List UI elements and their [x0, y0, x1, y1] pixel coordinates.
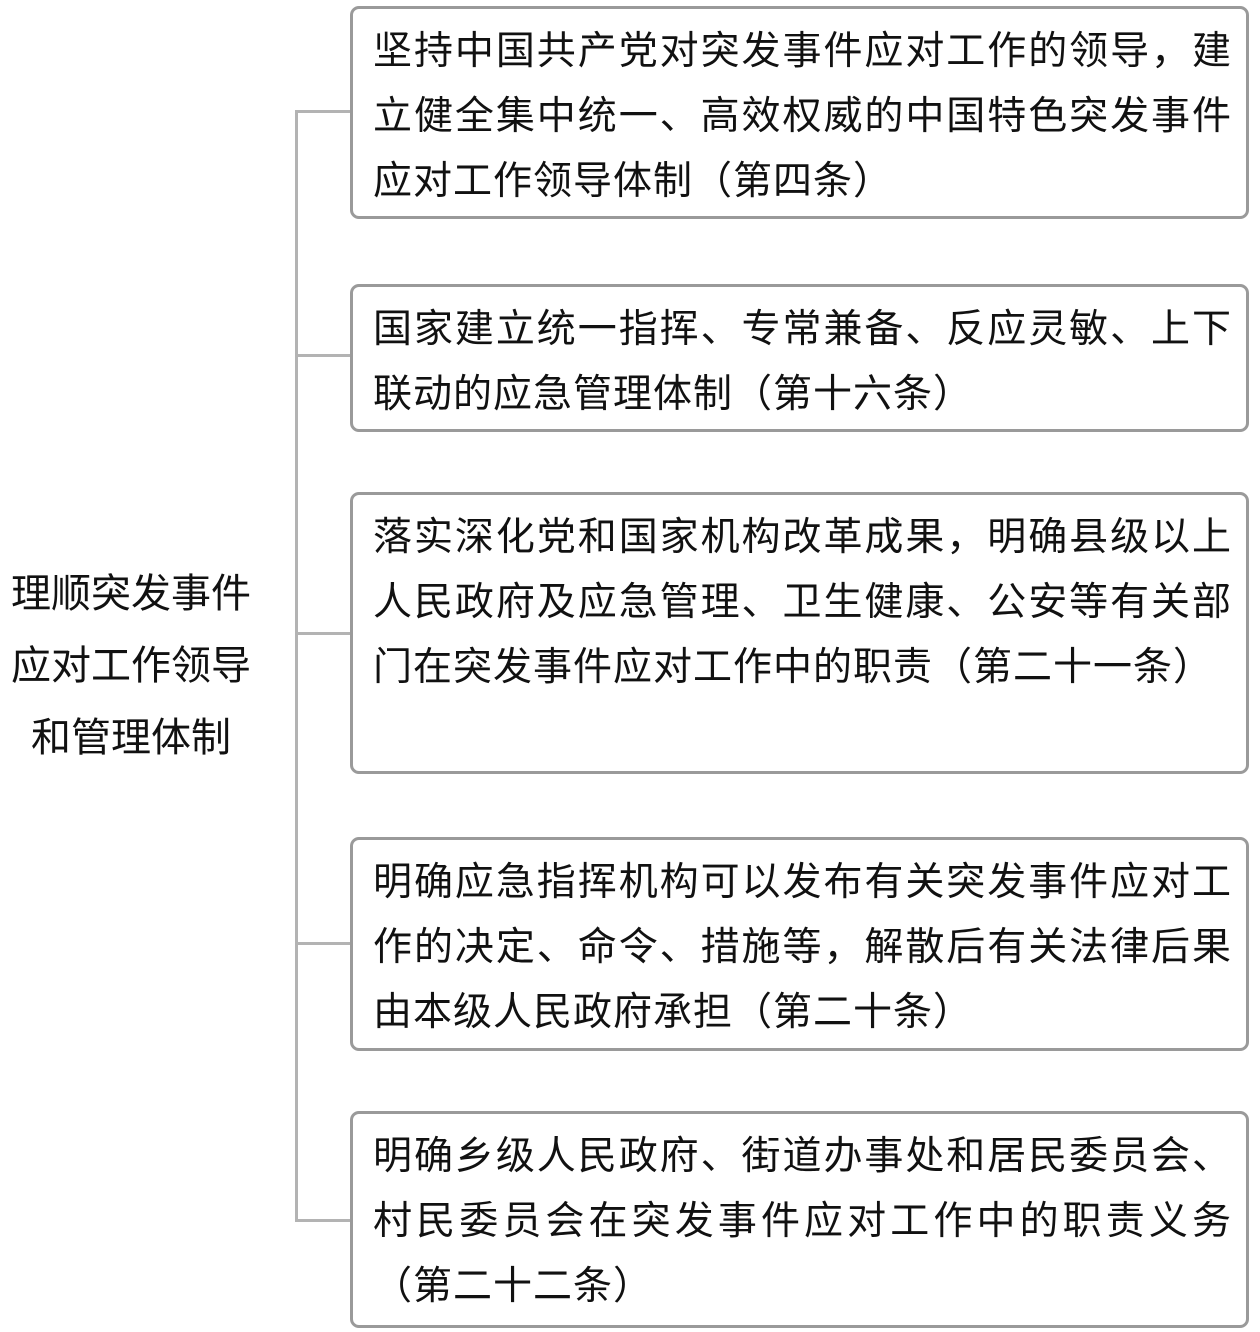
connector-branch — [295, 110, 351, 113]
connector-trunk — [295, 111, 298, 1221]
item-text: 坚持中国共产党对突发事件应对工作的领导，建立健全集中统一、高效权威的中国特色突发… — [373, 29, 1232, 204]
connector-branch — [295, 1219, 351, 1222]
connector-branch — [295, 942, 351, 945]
connector-branch — [295, 632, 351, 635]
root-line: 应对工作领导 — [11, 643, 251, 689]
root-line: 和管理体制 — [31, 715, 231, 761]
item-box: 明确应急指挥机构可以发布有关突发事件应对工作的决定、命令、措施等，解散后有关法律… — [350, 837, 1249, 1051]
item-text: 落实深化党和国家机构改革成果，明确县级以上人民政府及应急管理、卫生健康、公安等有… — [373, 515, 1232, 690]
root-line: 理顺突发事件 — [11, 571, 251, 617]
item-box: 国家建立统一指挥、专常兼备、反应灵敏、上下联动的应急管理体制（第十六条） — [350, 284, 1249, 432]
item-box: 落实深化党和国家机构改革成果，明确县级以上人民政府及应急管理、卫生健康、公安等有… — [350, 492, 1249, 774]
item-text: 明确乡级人民政府、街道办事处和居民委员会、村民委员会在突发事件应对工作中的职责义… — [373, 1134, 1232, 1309]
item-text: 国家建立统一指挥、专常兼备、反应灵敏、上下联动的应急管理体制（第十六条） — [373, 307, 1232, 417]
root-node: 理顺突发事件 应对工作领导 和管理体制 — [0, 558, 262, 774]
connector-branch — [295, 354, 351, 357]
item-text: 明确应急指挥机构可以发布有关突发事件应对工作的决定、命令、措施等，解散后有关法律… — [373, 860, 1232, 1035]
item-box: 明确乡级人民政府、街道办事处和居民委员会、村民委员会在突发事件应对工作中的职责义… — [350, 1111, 1249, 1328]
item-box: 坚持中国共产党对突发事件应对工作的领导，建立健全集中统一、高效权威的中国特色突发… — [350, 6, 1249, 219]
